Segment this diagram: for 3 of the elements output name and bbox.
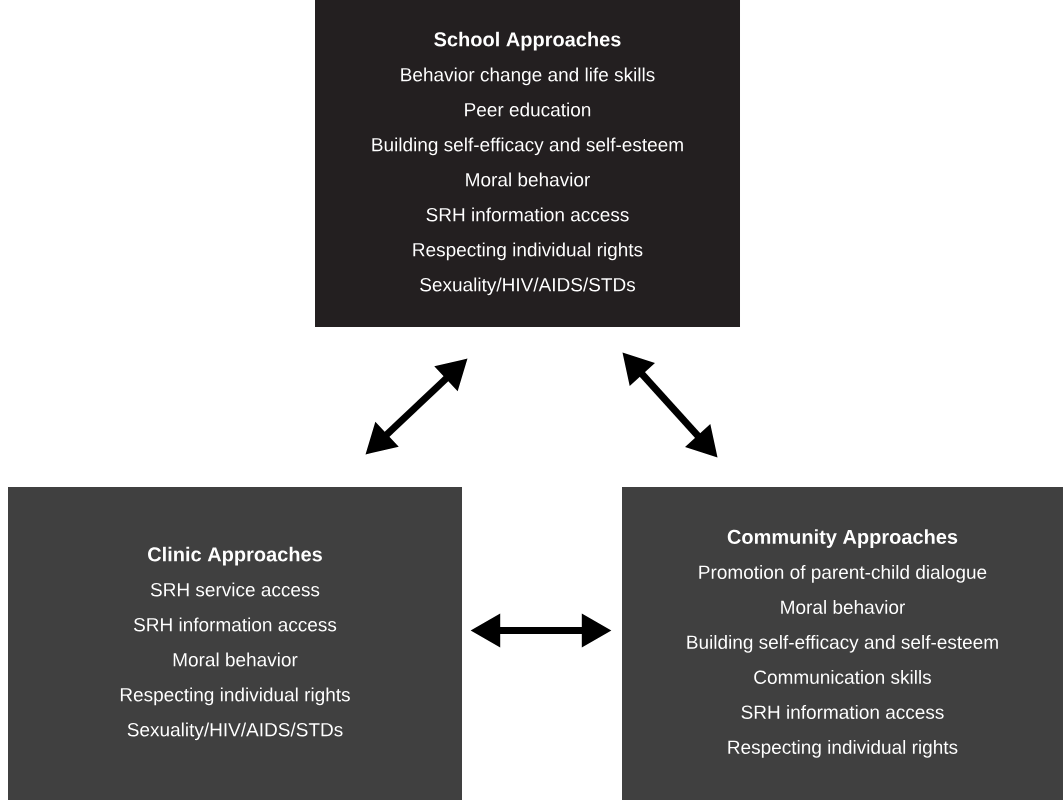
approach-box: Clinic Approaches SRH service access SRH information access Moral behavior Respecting individual rights Sexuality/HIV/AIDS/STDs — [8, 487, 462, 800]
approach-box: Community Approaches Promotion of parent-child dialogue Moral behavior Building self-efficacy and self-esteem Communication skills SRH information access Respecting individual rights — [622, 487, 1063, 800]
approach-box: School Approaches Behavior change and life skills Peer education Building self-efficacy and self-esteem Moral behavior SRH information access Respecting individual rights Sexuality/HIV/AIDS/STDs — [315, 0, 740, 327]
